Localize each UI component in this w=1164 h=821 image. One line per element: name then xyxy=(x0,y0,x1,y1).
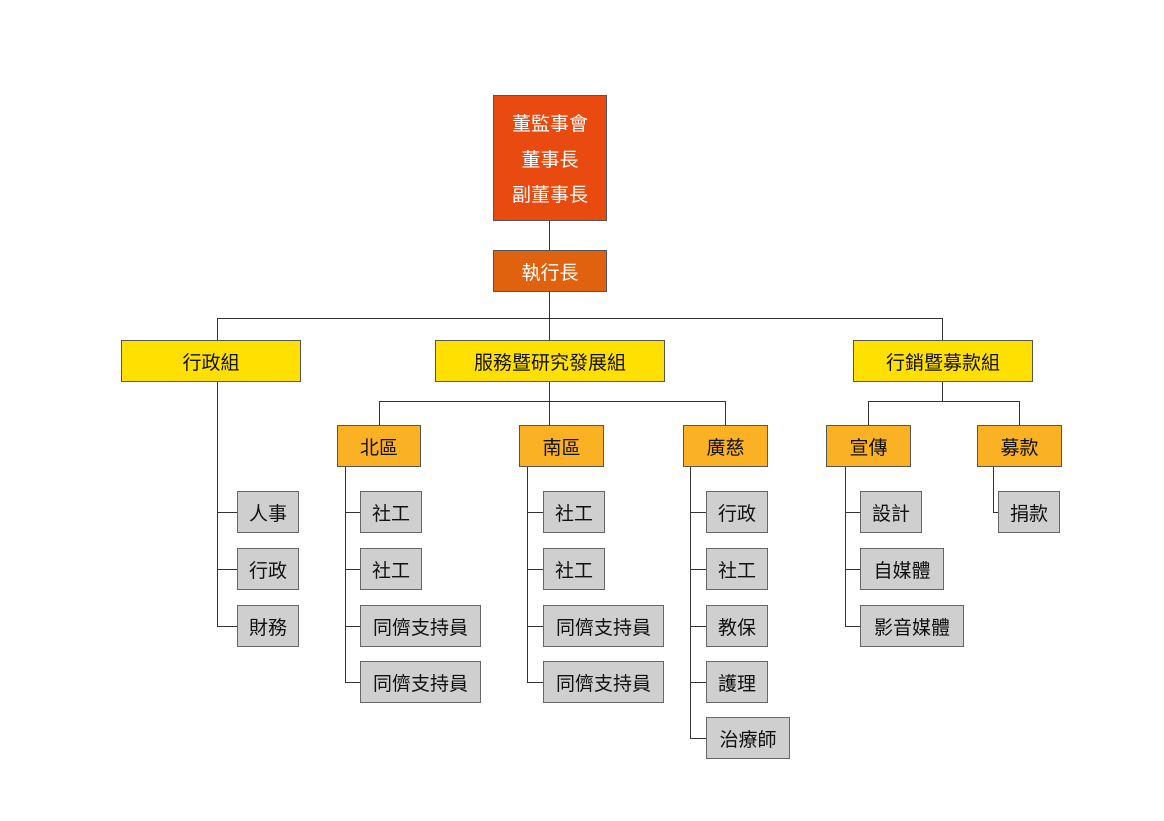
item-personnel: 人事 xyxy=(237,491,299,533)
connector-line xyxy=(549,401,550,426)
item-administration: 行政 xyxy=(237,548,299,590)
connector-line xyxy=(217,318,943,319)
ceo-box: 執行長 xyxy=(493,250,607,292)
item-guangci-therapist: 治療師 xyxy=(706,717,790,759)
connector-line xyxy=(345,682,361,683)
connector-line xyxy=(527,512,544,513)
connector-line xyxy=(868,401,869,426)
connector-line xyxy=(690,626,707,627)
connector-line xyxy=(217,626,238,627)
connector-line xyxy=(217,512,238,513)
area-guangci: 廣慈 xyxy=(683,425,768,467)
vice-chairman-label: 副董事長 xyxy=(511,184,588,207)
area-fundraising: 募款 xyxy=(977,425,1062,467)
connector-line xyxy=(690,569,707,570)
connector-line xyxy=(549,291,550,319)
item-south-social-worker: 社工 xyxy=(543,548,605,590)
item-north-peer-supporter: 同儕支持員 xyxy=(360,605,481,647)
area-south: 南區 xyxy=(519,425,604,467)
connector-line xyxy=(527,682,544,683)
item-south-peer-supporter: 同儕支持員 xyxy=(543,661,664,703)
connector-line xyxy=(345,512,361,513)
connector-line xyxy=(527,569,544,570)
area-north: 北區 xyxy=(337,425,421,467)
connector-line xyxy=(1019,401,1020,426)
connector-line xyxy=(690,738,707,739)
connector-line xyxy=(217,318,218,340)
connector-line xyxy=(942,381,943,402)
connector-line xyxy=(527,466,528,682)
item-south-social-worker: 社工 xyxy=(543,491,605,533)
connector-line xyxy=(345,626,361,627)
item-north-social-worker: 社工 xyxy=(360,491,422,533)
item-donation: 捐款 xyxy=(998,491,1060,533)
connector-line xyxy=(690,512,707,513)
item-north-social-worker: 社工 xyxy=(360,548,422,590)
connector-line xyxy=(845,466,846,626)
connector-line xyxy=(725,401,726,426)
dept-admin: 行政組 xyxy=(121,340,301,382)
connector-line xyxy=(690,682,707,683)
connector-line xyxy=(845,569,861,570)
connector-line xyxy=(549,318,550,340)
chairman-label: 董事長 xyxy=(521,148,579,171)
item-guangci-caregiver: 教保 xyxy=(706,605,768,647)
connector-line xyxy=(942,318,943,340)
item-guangci-administration: 行政 xyxy=(706,491,768,533)
connector-line xyxy=(527,626,544,627)
dept-service-rd: 服務暨研究發展組 xyxy=(435,340,665,382)
connector-line xyxy=(379,401,380,426)
connector-line xyxy=(217,569,238,570)
area-promotion: 宣傳 xyxy=(826,425,911,467)
item-north-peer-supporter: 同儕支持員 xyxy=(360,661,481,703)
connector-line xyxy=(845,626,861,627)
item-design: 設計 xyxy=(860,491,922,533)
item-video-media: 影音媒體 xyxy=(860,605,964,647)
connector-line xyxy=(993,466,994,512)
connector-line xyxy=(345,466,346,682)
connector-line xyxy=(217,381,218,627)
item-south-peer-supporter: 同儕支持員 xyxy=(543,605,664,647)
connector-line xyxy=(549,381,550,402)
dept-marketing-fundraising: 行銷暨募款組 xyxy=(853,340,1033,382)
item-guangci-nursing: 護理 xyxy=(706,661,768,703)
connector-line xyxy=(993,512,999,513)
connector-line xyxy=(868,401,1020,402)
connector-line xyxy=(845,512,861,513)
item-finance: 財務 xyxy=(237,605,299,647)
item-guangci-social-worker: 社工 xyxy=(706,548,768,590)
board-label: 董監事會 xyxy=(511,112,588,135)
connector-line xyxy=(379,401,726,402)
connector-line xyxy=(690,466,691,738)
board-box: 董監事會 董事長 副董事長 xyxy=(493,95,607,221)
connector-line xyxy=(549,220,550,250)
item-self-media: 自媒體 xyxy=(860,548,944,590)
connector-line xyxy=(345,569,361,570)
